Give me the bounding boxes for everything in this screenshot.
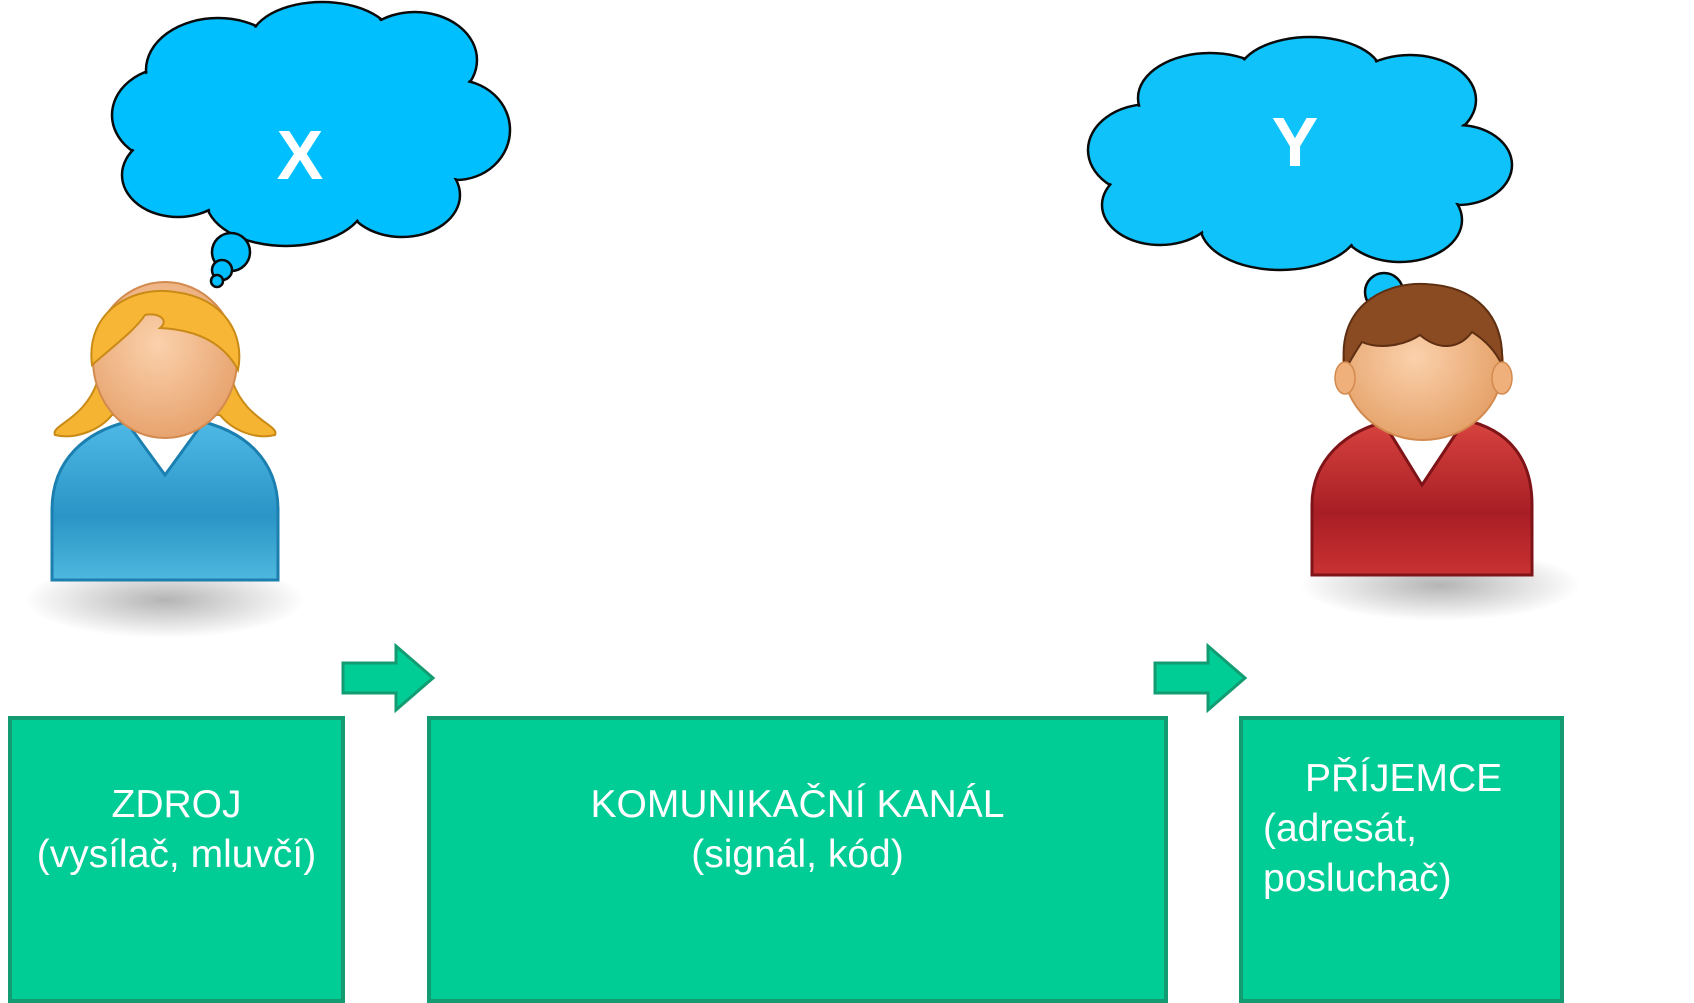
source-person (25, 281, 310, 650)
cloud-icon (110, 0, 512, 289)
arrow-source-to-channel (340, 642, 436, 714)
cloud-icon (1086, 35, 1514, 329)
arrow-channel-to-receiver (1152, 642, 1248, 714)
receiver-subtitle-line1: (adresát, (1263, 806, 1417, 850)
source-box: ZDROJ (vysílač, mluvčí) (8, 716, 345, 1003)
receiver-subtitle-line2: posluchač) (1263, 856, 1452, 900)
source-subtitle: (vysílač, mluvčí) (36, 832, 317, 876)
thought-cloud-source: X (90, 0, 512, 290)
receiver-title: PŘÍJEMCE (1305, 757, 1503, 800)
receiver-person (1300, 280, 1580, 630)
woman-user-icon (25, 281, 305, 638)
thought-cloud-receiver: Y (1080, 35, 1520, 330)
arrow-right-icon (1153, 642, 1248, 714)
arrow-right-icon (341, 642, 436, 714)
man-user-icon (1300, 282, 1580, 621)
source-title: ZDROJ (111, 783, 242, 826)
thought-x-label: X (276, 116, 324, 194)
channel-subtitle: (signál, kód) (691, 832, 904, 876)
receiver-box: PŘÍJEMCE (adresát, posluchač) (1239, 716, 1564, 1003)
thought-y-label: Y (1271, 103, 1319, 181)
channel-box: KOMUNIKAČNÍ KANÁL (signál, kód) (427, 716, 1168, 1003)
channel-title: KOMUNIKAČNÍ KANÁL (590, 783, 1005, 826)
